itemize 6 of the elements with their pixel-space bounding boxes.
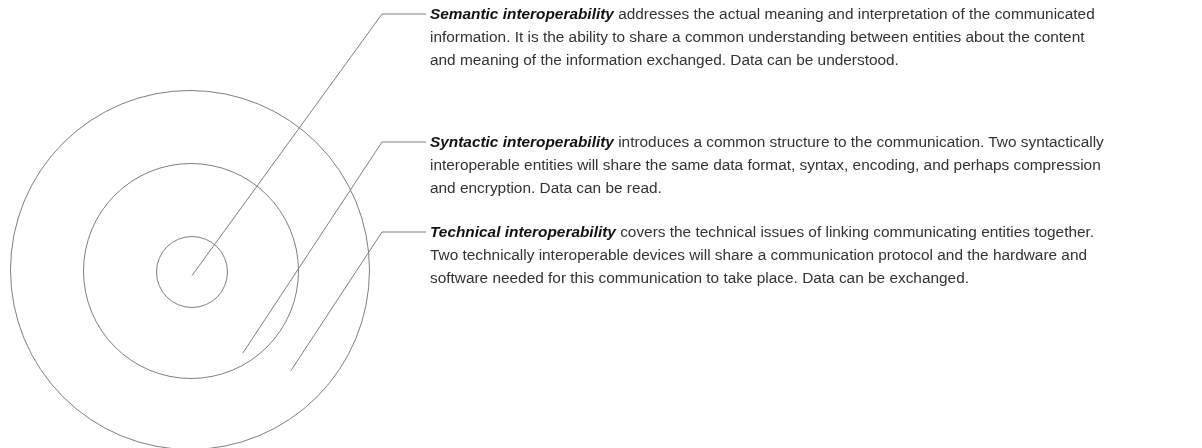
leader-line xyxy=(290,231,427,372)
leader-line xyxy=(242,141,427,354)
description-text: Technical interoperability covers the technical issues of linking communicating entities together. Two technically interoperable devices will share a communication protocol and the hardware and software needed for this communication to take place. Data can be exchanged. xyxy=(430,220,1110,289)
leader-line xyxy=(191,13,427,277)
description-text: Semantic interoperability addresses the actual meaning and interpretation of the communicated information. It is the ability to share a common understanding between entities about the content and meaning of the information exchanged. Data can be understood. xyxy=(430,2,1110,71)
description-text: Syntactic interoperability introduces a common structure to the communication. Two syntactically interoperable entities will share the same data format, syntax, encoding, and perhaps compression and encryption. Data can be read. xyxy=(430,130,1110,199)
